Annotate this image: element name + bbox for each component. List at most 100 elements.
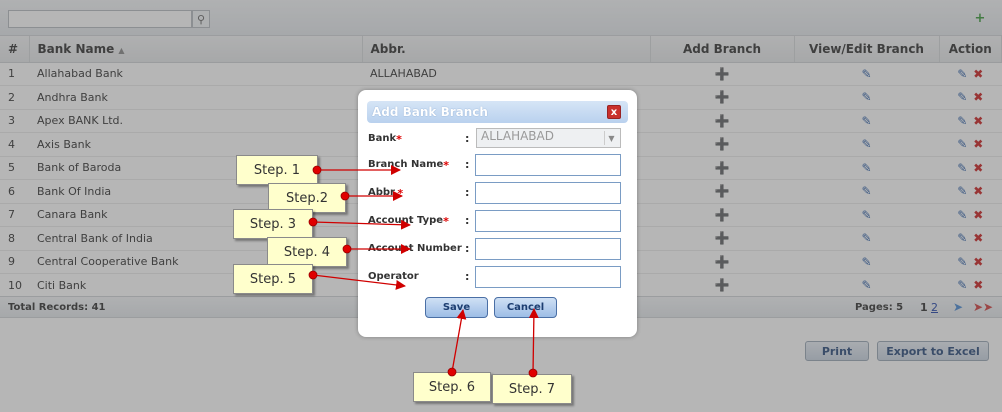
view-edit-branch-icon[interactable]: ✎ <box>861 231 872 246</box>
required-marker: * <box>443 159 450 172</box>
edit-icon[interactable]: ✎ <box>957 160 968 175</box>
export-excel-button[interactable]: Export to Excel <box>877 341 989 361</box>
edit-icon[interactable]: ✎ <box>957 231 968 246</box>
bank-name-cell: Allahabad Bank <box>29 62 362 86</box>
print-button[interactable]: Print <box>805 341 869 361</box>
step-6-callout: Step. 6 <box>413 372 491 402</box>
step-3-callout: Step. 3 <box>233 209 313 239</box>
add-bank-branch-dialog: Add Bank Branch x Bank* : ALLAHABAD ▼ Br… <box>358 90 637 337</box>
cancel-button[interactable]: Cancel <box>494 297 557 318</box>
edit-icon[interactable]: ✎ <box>957 66 968 81</box>
total-records: Total Records: 41 <box>8 302 106 313</box>
delete-icon[interactable]: ✖ <box>973 66 984 81</box>
edit-icon[interactable]: ✎ <box>957 254 968 269</box>
bank-name-cell: Axis Bank <box>29 132 362 157</box>
view-edit-branch-icon[interactable]: ✎ <box>861 113 872 128</box>
add-branch-icon[interactable]: ➕ <box>714 90 730 105</box>
required-marker: * <box>443 215 449 228</box>
delete-icon[interactable]: ✖ <box>973 231 984 246</box>
search-icon[interactable]: ⚲ <box>192 10 210 28</box>
step-1-callout: Step. 1 <box>236 155 318 185</box>
pages-count: Pages: 5 <box>855 302 904 313</box>
row-number: 2 <box>0 85 29 110</box>
field-account-type: Account Type* : <box>368 210 630 232</box>
add-branch-icon[interactable]: ➕ <box>714 207 730 222</box>
close-icon[interactable]: x <box>607 105 621 119</box>
add-branch-icon[interactable]: ➕ <box>714 66 730 81</box>
chevron-down-icon: ▼ <box>604 131 618 145</box>
delete-icon[interactable]: ✖ <box>973 113 984 128</box>
column-header-add-branch: Add Branch <box>650 36 795 63</box>
bank-select[interactable]: ALLAHABAD ▼ <box>476 128 621 148</box>
abbr-cell: ALLAHABAD <box>362 62 650 86</box>
branch-name-input[interactable] <box>475 154 621 176</box>
step-4-callout: Step. 4 <box>267 237 347 267</box>
bank-name-cell: Apex BANK Ltd. <box>29 109 362 133</box>
operator-input[interactable] <box>475 266 621 288</box>
step-7-callout: Step. 7 <box>492 374 572 404</box>
add-branch-icon[interactable]: ➕ <box>714 160 730 175</box>
row-number: 4 <box>0 132 29 157</box>
view-edit-branch-icon[interactable]: ✎ <box>861 160 872 175</box>
field-label-account-number: Account Number <box>368 243 462 254</box>
bank-name-cell: Andhra Bank <box>29 85 362 110</box>
edit-icon[interactable]: ✎ <box>957 137 968 152</box>
view-edit-branch-icon[interactable]: ✎ <box>861 137 872 152</box>
view-edit-branch-icon[interactable]: ✎ <box>861 254 872 269</box>
column-header-view-edit-branch: View/Edit Branch <box>794 36 940 63</box>
required-marker: * <box>396 133 402 146</box>
page-2-link[interactable]: 2 <box>931 301 938 314</box>
column-header-action: Action <box>939 36 1002 63</box>
sort-asc-icon: ▲ <box>118 45 125 55</box>
required-marker: * <box>397 187 404 200</box>
column-header-bank-name[interactable]: Bank Name ▲ <box>29 36 363 63</box>
dialog-title-bar: Add Bank Branch x <box>367 101 628 123</box>
field-label-abbr: Abbr. <box>368 187 398 198</box>
delete-icon[interactable]: ✖ <box>973 278 984 293</box>
view-edit-branch-icon[interactable]: ✎ <box>861 66 872 81</box>
delete-icon[interactable]: ✖ <box>973 137 984 152</box>
add-branch-icon[interactable]: ➕ <box>714 184 730 199</box>
view-edit-branch-icon[interactable]: ✎ <box>861 184 872 199</box>
delete-icon[interactable]: ✖ <box>973 207 984 222</box>
delete-icon[interactable]: ✖ <box>973 184 984 199</box>
column-header-abbr[interactable]: Abbr. <box>362 36 651 63</box>
view-edit-branch-icon[interactable]: ✎ <box>861 278 872 293</box>
field-abbr: Abbr.* : <box>368 182 630 204</box>
view-edit-branch-icon[interactable]: ✎ <box>861 207 872 222</box>
page-1-link[interactable]: 1 <box>920 301 928 314</box>
add-branch-icon[interactable]: ➕ <box>714 137 730 152</box>
next-page-icon[interactable]: ➤ <box>953 300 964 314</box>
view-edit-branch-icon[interactable]: ✎ <box>861 90 872 105</box>
abbr-input[interactable] <box>475 182 621 204</box>
edit-icon[interactable]: ✎ <box>957 90 968 105</box>
delete-icon[interactable]: ✖ <box>973 254 984 269</box>
add-branch-icon[interactable]: ➕ <box>714 113 730 128</box>
field-bank: Bank* : ALLAHABAD ▼ <box>368 128 630 150</box>
field-label-operator: Operator <box>368 271 419 282</box>
add-branch-icon[interactable]: ➕ <box>714 254 730 269</box>
edit-icon[interactable]: ✎ <box>957 184 968 199</box>
field-operator: Operator : <box>368 266 630 288</box>
account-number-input[interactable] <box>475 238 621 260</box>
row-number: 3 <box>0 109 29 133</box>
edit-icon[interactable]: ✎ <box>957 207 968 222</box>
last-page-icon[interactable]: ➤➤ <box>973 300 994 314</box>
save-button[interactable]: Save <box>425 297 488 318</box>
add-branch-icon[interactable]: ➕ <box>714 231 730 246</box>
add-bank-icon[interactable]: + <box>974 10 986 26</box>
column-header-number: # <box>0 36 30 63</box>
edit-icon[interactable]: ✎ <box>957 113 968 128</box>
account-type-input[interactable] <box>475 210 621 232</box>
field-label-account-type: Account Type <box>368 215 444 226</box>
delete-icon[interactable]: ✖ <box>973 160 984 175</box>
edit-icon[interactable]: ✎ <box>957 278 968 293</box>
delete-icon[interactable]: ✖ <box>973 90 984 105</box>
add-branch-icon[interactable]: ➕ <box>714 278 730 293</box>
row-number: 7 <box>0 203 29 227</box>
row-number: 1 <box>0 62 29 86</box>
row-number: 8 <box>0 226 29 251</box>
search-input[interactable] <box>8 10 192 28</box>
row-number: 6 <box>0 179 29 204</box>
